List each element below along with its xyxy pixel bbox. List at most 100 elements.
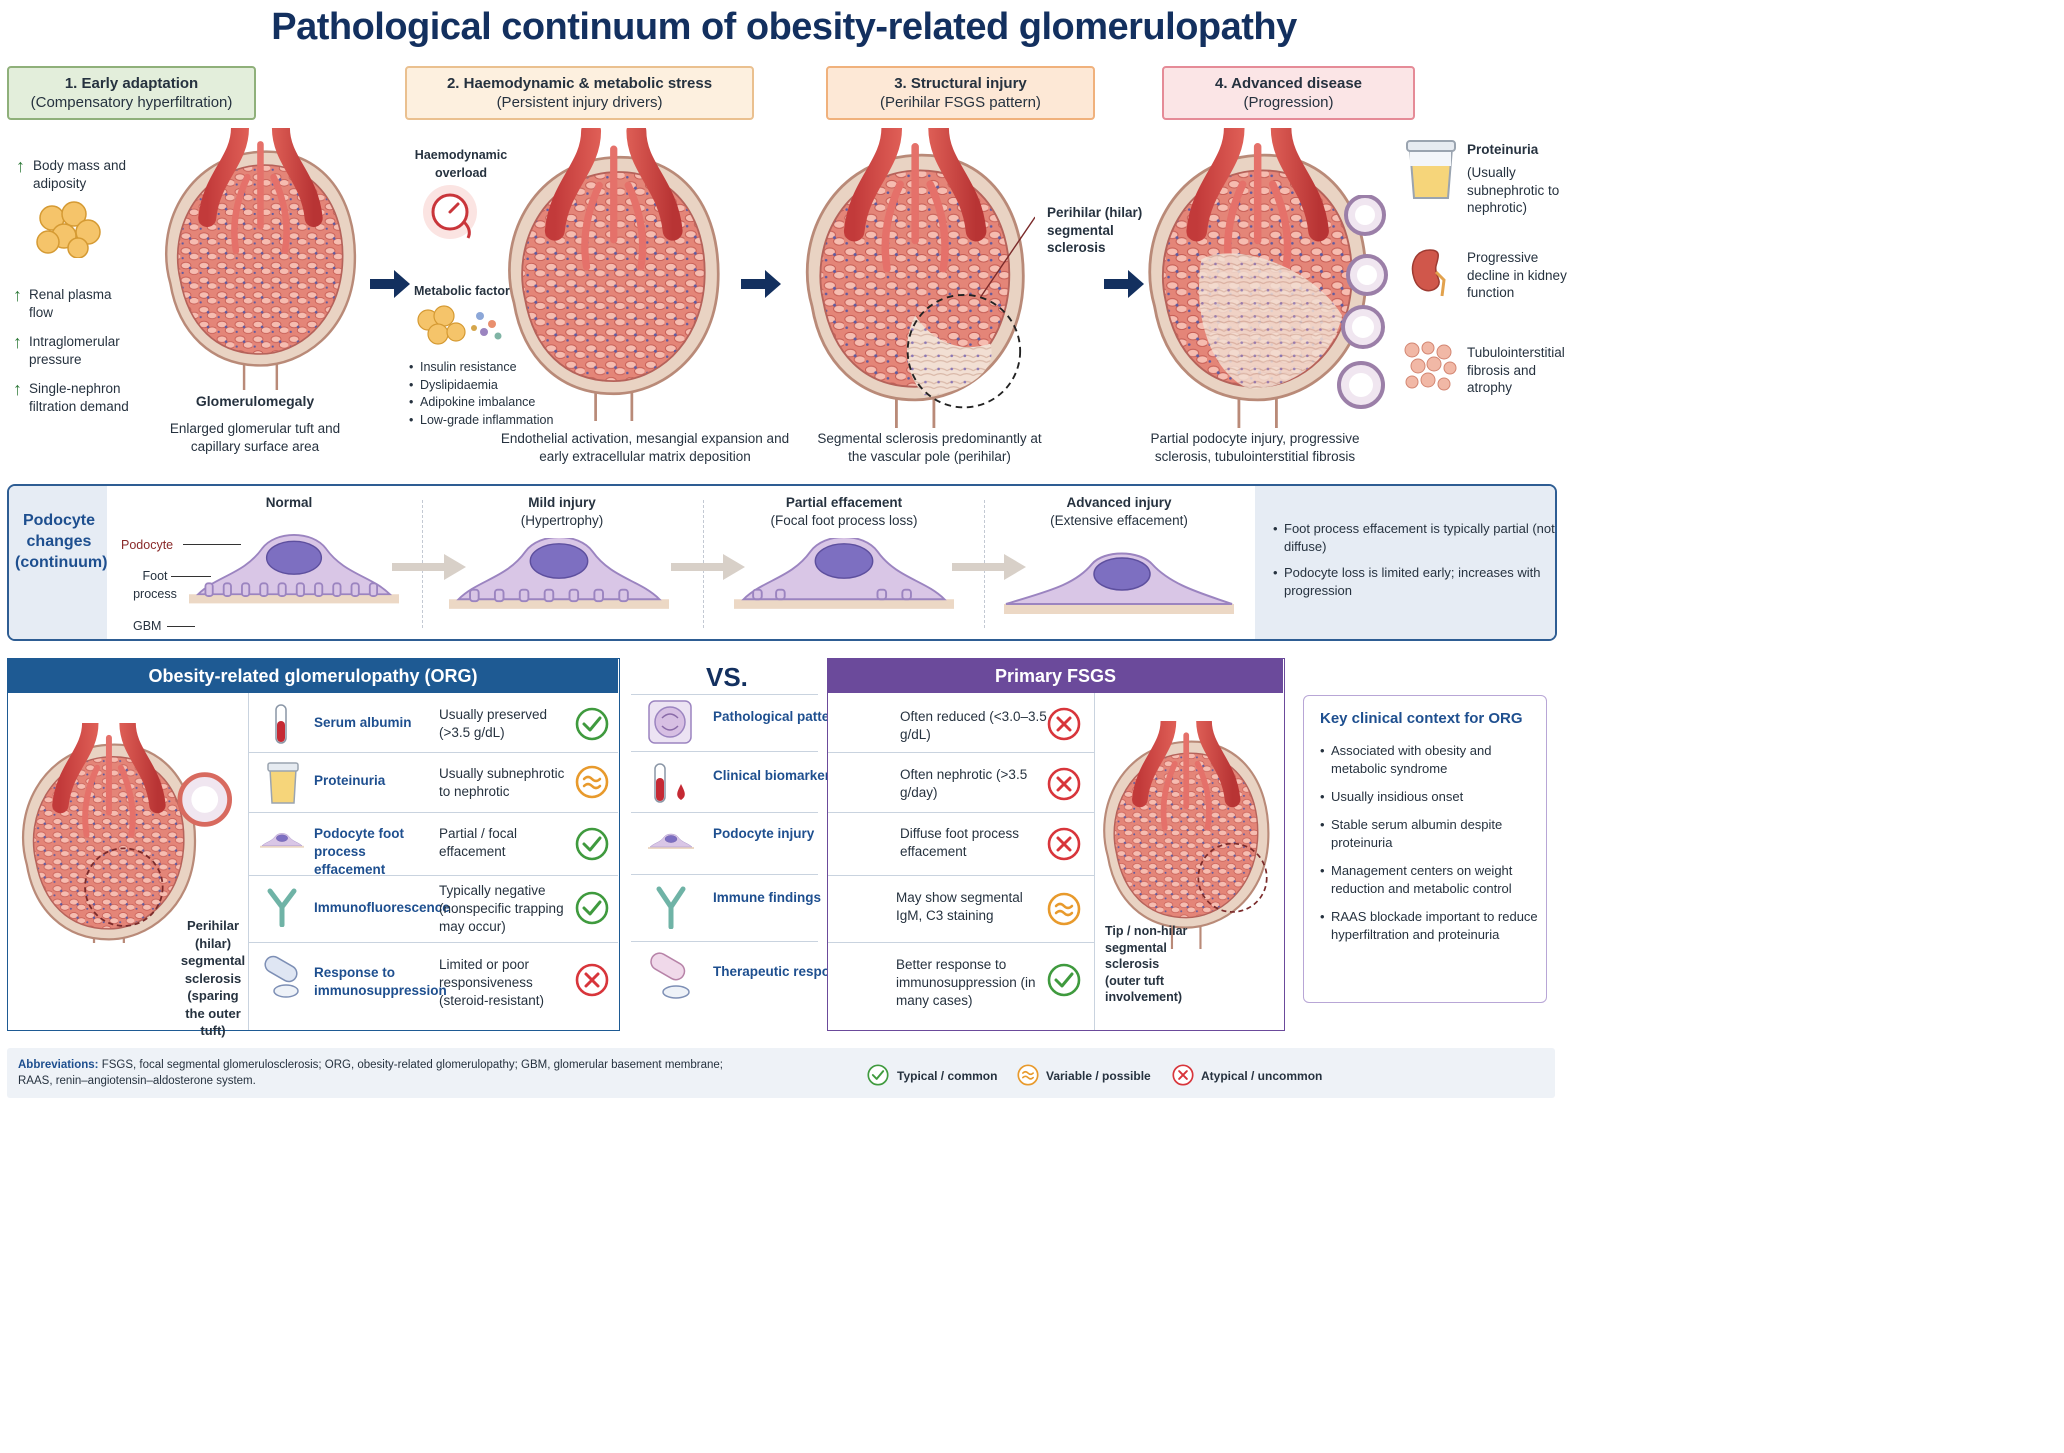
pathology-pattern-icon [648,700,692,744]
org-comparison-panel: Obesity-related glomerulopathy (ORG) Per… [7,658,620,1038]
variable-approx-icon [575,765,609,799]
metabolic-factors-icon [417,305,502,345]
key-context-title: Key clinical context for ORG [1320,710,1523,727]
org-row-value: Limited or poor responsiveness (steroid-… [439,957,545,1008]
org-row-label: Proteinuria [314,773,386,788]
vs-label: VS. [706,662,748,692]
stage-header-early-adaptation: 1. Early adaptation (Compensatory hyperf… [7,66,256,120]
podocyte-step-subtitle: (Hypertrophy) [520,513,604,528]
fsgs-row-value: May show segmental IgM, C3 staining [896,890,1023,923]
podocyte-partial-effacement-illustration [734,538,954,610]
perihilar-sclerosis-annotation: Perihilar (hilar) segmental sclerosis [1047,205,1143,255]
typical-check-icon [1047,963,1081,997]
org-row-label: Podocyte foot process effacement [314,826,404,877]
podocyte-normal-illustration [189,533,399,605]
tubule-cross-sections-icon [1337,195,1388,409]
antibody-icon [656,886,686,929]
podocyte-advanced-injury-illustration [1004,552,1234,614]
podocyte-step-subtitle: (Focal foot process loss) [770,513,918,528]
org-glomerulus-illustration [8,723,232,943]
org-header: Obesity-related glomerulopathy (ORG) [8,659,618,693]
up-arrow-icon: ↑ [13,285,22,305]
list-item: RAAS blockade important to reduce hyperf… [1320,908,1538,944]
middle-row-label: Clinical biomarker [713,768,831,783]
glomerulus-enlarged-illustration [140,128,385,390]
gbm-label: GBM [133,619,162,633]
podocyte-panel-title-block: Podocyte changes (continuum) [9,486,107,639]
variable-approx-icon [1017,1064,1039,1086]
key-clinical-context-panel: Key clinical context for ORG Associated … [1303,695,1547,1003]
stage-title: 4. Advanced disease [1214,75,1363,92]
up-arrow-icon: ↑ [13,332,22,352]
fsgs-comparison-panel: Primary FSGS Often reduced (<3.0–3.5 g/d… [827,658,1285,1031]
legend-variable-label: Variable / possible [1046,1069,1151,1083]
podocyte-step-title: Partial effacement [785,495,903,510]
typical-check-icon [575,827,609,861]
atypical-cross-icon [1047,827,1081,861]
atypical-cross-icon [1172,1064,1194,1086]
typical-check-icon [867,1064,889,1086]
kidney-icon [1411,249,1446,297]
list-item: Management centers on weight reduction a… [1320,862,1538,898]
stage-title: 3. Structural injury [894,75,1027,92]
step-arrow-icon [952,554,1026,580]
stage-header-stress: 2. Haemodynamic & metabolic stress (Pers… [405,66,754,120]
urine-cup-icon [267,762,299,804]
page-title: Pathological continuum of obesity-relate… [271,6,1297,48]
stage-header-structural-injury: 3. Structural injury (Perihilar FSGS pat… [826,66,1095,120]
pill-capsule-icon [264,955,299,998]
list-item: Podocyte loss is limited early; increase… [1273,564,1555,600]
list-item: Associated with obesity and metabolic sy… [1320,742,1538,778]
urine-cup-icon [1406,140,1456,199]
legend-atypical-label: Atypical / uncommon [1201,1069,1323,1083]
driver-body-mass: Body mass and adiposity [33,158,127,191]
glomerulus-advanced-illustration [1145,128,1375,428]
driver-intraglomerular-pressure: Intraglomerular pressure [29,334,120,367]
fsgs-image-label: Tip / non-hilar segmental sclerosis (out… [1105,924,1188,1004]
typical-check-icon [575,707,609,741]
progression-arrow-icon [370,270,410,298]
org-row-value: Typically negative (nonspecific trapping… [439,883,564,934]
proteinuria-text: (Usually subnephrotic to nephrotic) [1467,165,1560,215]
podocyte-panel-title: Podocyte changes (continuum) [15,512,108,571]
stage-subtitle: (Compensatory hyperfiltration) [30,94,233,111]
label-leader-line [183,544,241,545]
stage-title: 1. Early adaptation [64,75,199,92]
stage-subtitle: (Perihilar FSGS pattern) [880,94,1041,111]
label-leader-line [167,626,195,627]
abbreviations-footer: Abbreviations: FSGS, focal segmental glo… [7,1048,1555,1098]
list-item: Low-grade inflammation [409,412,569,430]
middle-row-label: Podocyte injury [713,826,815,841]
stage-title: 2. Haemodynamic & metabolic stress [446,75,713,92]
stage-subtitle: (Persistent injury drivers) [496,94,663,111]
step-arrow-icon [392,554,466,580]
metabolic-factors-list: Insulin resistance Dyslipidaemia Adipoki… [409,359,569,429]
column-divider [248,693,249,1030]
proteinuria-title: Proteinuria [1467,142,1539,157]
org-image-label: Perihilar (hilar) segmental sclerosis (s… [180,918,246,1038]
middle-row-label: Immune findings [713,890,821,905]
driver-renal-plasma-flow: Renal plasma flow [29,287,112,320]
podocyte-notes-list: Foot process effacement is typically par… [1273,520,1555,600]
fsgs-row-value: Often reduced (<3.0–3.5 g/dL) [900,709,1047,742]
label-leader-line [171,576,211,577]
podocyte-step-title: Mild injury [528,495,596,510]
legend-typical-label: Typical / common [897,1069,998,1083]
blood-tube-icon [275,704,287,744]
stage3-caption: Segmental sclerosis predominantly at the… [817,431,1042,464]
stage2-caption: Endothelial activation, mesangial expans… [500,431,790,464]
glomerulomegaly-label: Glomerulomegaly [195,393,315,409]
antibody-icon [267,888,297,927]
org-row-value: Partial / focal effacement [439,826,518,859]
glomerulus-stress-illustration [505,128,727,424]
list-item: Adipokine imbalance [409,394,569,412]
list-item: Dyslipidaemia [409,377,569,395]
metabolic-factors-label: Metabolic factors [414,284,517,298]
podocyte-step-title: Normal [265,495,313,510]
fsgs-glomerulus-illustration [1096,721,1280,949]
podocyte-icon [648,833,694,850]
pressure-gauge-icon [423,185,477,239]
stage-header-advanced-disease: 4. Advanced disease (Progression) [1162,66,1415,120]
org-row-label: Serum albumin [314,715,412,730]
key-context-list: Associated with obesity and metabolic sy… [1320,742,1538,944]
